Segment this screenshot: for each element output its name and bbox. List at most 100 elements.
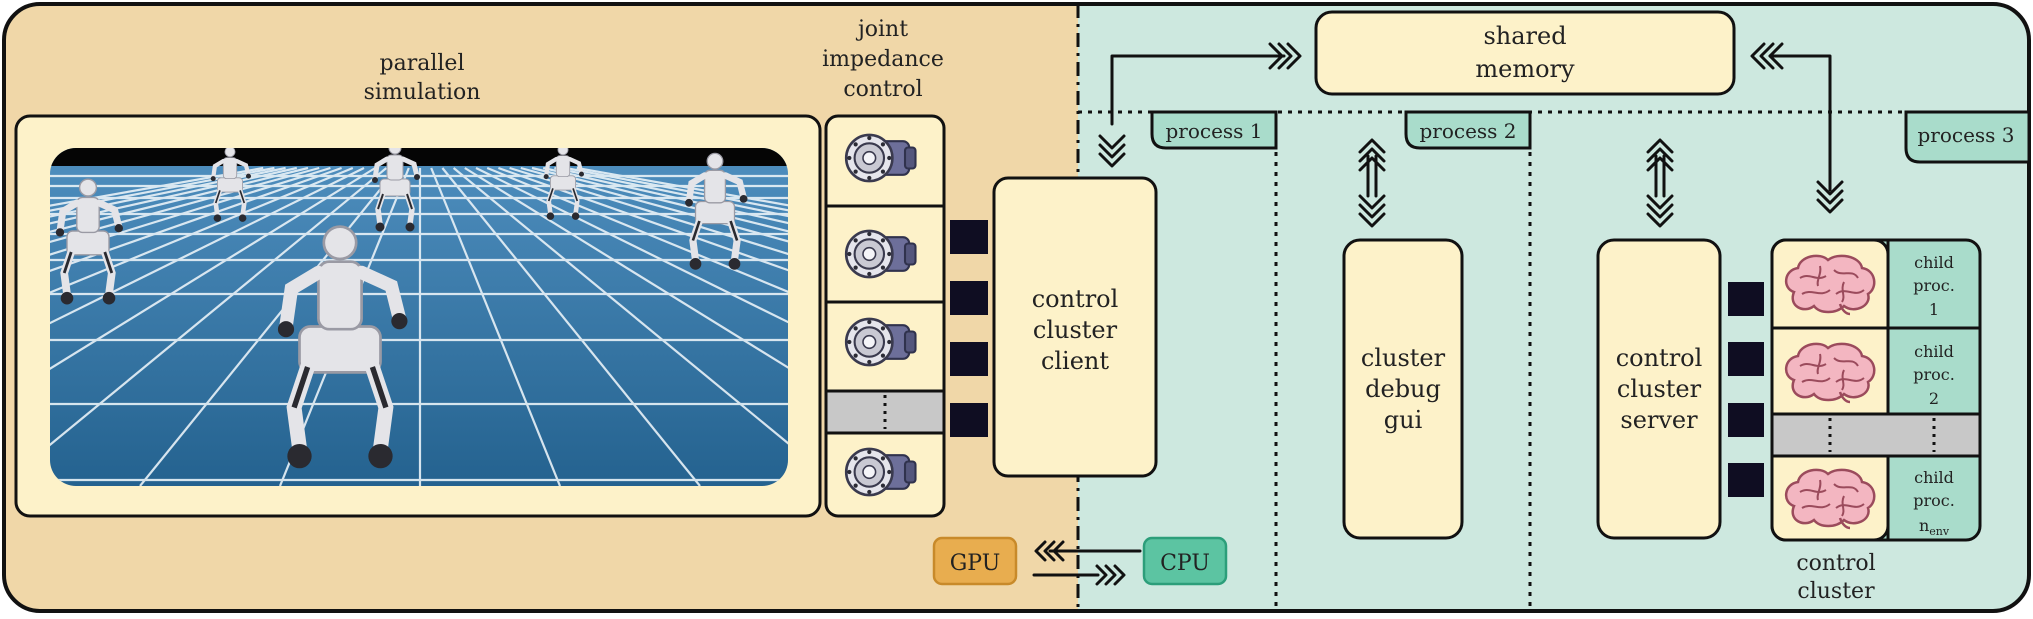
simulation-view <box>50 148 788 486</box>
arrow-head <box>1268 42 1284 70</box>
joint-stack <box>824 114 946 518</box>
floor-grid-line <box>50 166 331 486</box>
parallel-simulation-label-1: parallel <box>380 51 465 76</box>
arrow-line <box>1110 54 1286 126</box>
motor-icon <box>844 229 917 279</box>
process-2-tab <box>1404 110 1532 150</box>
joint-impedance-label-2: impedance <box>822 47 944 72</box>
floor-grid-line <box>475 167 788 486</box>
arrow-head <box>1286 42 1302 70</box>
floor-grid-line <box>139 167 399 486</box>
server-label-1: control <box>1616 344 1703 372</box>
motor-icon <box>844 133 917 183</box>
process-1-tab <box>1150 110 1278 150</box>
arrow-head <box>1816 180 1844 196</box>
control-cluster-label-1: control <box>1796 551 1875 576</box>
child-1-label-3: 1 <box>1929 300 1939 319</box>
child-1-label-1: child <box>1914 253 1954 272</box>
child-n-label-3: nenv <box>1919 516 1950 538</box>
server-label-3: server <box>1620 406 1698 434</box>
child-2-label-2: proc. <box>1913 365 1955 384</box>
brain-icon <box>1784 254 1876 316</box>
data-flow-arrows <box>1032 42 1844 586</box>
brain-icon <box>1784 342 1876 404</box>
floor-grid-line <box>50 167 376 486</box>
connector-square <box>950 220 988 254</box>
debug-gui-label-1: cluster <box>1361 344 1446 372</box>
shared-memory-label-2: memory <box>1475 55 1575 83</box>
control-cluster-client-box <box>992 176 1158 478</box>
gpu-label: GPU <box>950 551 1001 576</box>
client-label-1: control <box>1032 285 1119 313</box>
arrow-head <box>1358 147 1386 163</box>
floor-grid-line <box>50 166 342 486</box>
floor-grid-line <box>441 167 701 486</box>
parallel-simulation-label-2: simulation <box>364 80 481 105</box>
server-label-2: cluster <box>1617 375 1702 403</box>
arrow-head <box>1098 143 1126 159</box>
robots <box>55 148 748 469</box>
floor-grid-line <box>498 166 788 486</box>
floor-grid-line <box>452 167 788 486</box>
arrow-head <box>1358 203 1386 219</box>
arrow-head <box>1816 198 1844 214</box>
connector-square <box>1728 342 1764 376</box>
motor-icon <box>844 317 917 367</box>
child-2-label-1: child <box>1914 342 1954 361</box>
robot-figure <box>543 148 584 220</box>
control-cluster-label-2: cluster <box>1797 579 1875 604</box>
child-n-label-2: proc. <box>1913 491 1955 510</box>
floor-grid-line <box>464 167 788 486</box>
arrow-head <box>1816 189 1844 205</box>
process-3-tab <box>1904 110 2031 164</box>
floor-grid-line <box>509 166 788 486</box>
connector-square <box>1728 282 1764 316</box>
arrow-line <box>1768 54 1832 192</box>
floor-grid-line <box>542 166 788 486</box>
arrow-head <box>1113 564 1126 586</box>
floor-grid-line <box>430 167 562 486</box>
child-1-label-2: proc. <box>1913 276 1955 295</box>
arrow-head <box>1277 42 1293 70</box>
floor-grid-line <box>50 166 320 486</box>
arrow-head <box>1768 42 1784 70</box>
process-1-label: process 1 <box>1165 119 1262 143</box>
robot-figure <box>277 225 408 469</box>
child-2-label-3: 2 <box>1929 389 1939 408</box>
arrow-head <box>1098 152 1126 168</box>
arrow-head <box>1646 156 1674 172</box>
control-cluster-server-box <box>1596 238 1722 540</box>
floor-grid-line <box>50 167 365 486</box>
process-2-label: process 2 <box>1419 119 1516 143</box>
arrow-head <box>1646 138 1674 154</box>
child-n-label-1: child <box>1914 468 1954 487</box>
arrow-head <box>1052 540 1065 562</box>
cluster-debug-gui-box <box>1342 238 1464 540</box>
arrow-head <box>1759 42 1775 70</box>
shared-memory-box <box>1314 10 1736 96</box>
arrow-head <box>1095 564 1108 586</box>
arrow-head <box>1098 134 1126 150</box>
client-label-3: client <box>1041 347 1109 375</box>
arrow-head <box>1358 194 1386 210</box>
arrow-head <box>1646 212 1674 228</box>
robot-figure <box>210 148 251 222</box>
child-ellipsis-row <box>1770 412 1982 458</box>
arrow-head <box>1646 194 1674 210</box>
connector-square <box>950 342 988 376</box>
floor-grid-line <box>486 166 788 486</box>
joint-impedance-label-3: control <box>843 77 922 102</box>
floor-grid-line <box>531 166 788 486</box>
connector-square <box>1728 403 1764 437</box>
gpu-badge <box>932 536 1018 586</box>
shared-memory-label-1: shared <box>1483 22 1566 50</box>
connector-square <box>950 403 988 437</box>
arrow-head <box>1358 156 1386 172</box>
arrow-head <box>1043 540 1056 562</box>
floor-grid-line <box>50 167 388 486</box>
simulation-horizon <box>50 148 788 166</box>
cpu-label: CPU <box>1160 551 1210 576</box>
connector-square <box>950 281 988 315</box>
motor-icon <box>844 447 917 497</box>
